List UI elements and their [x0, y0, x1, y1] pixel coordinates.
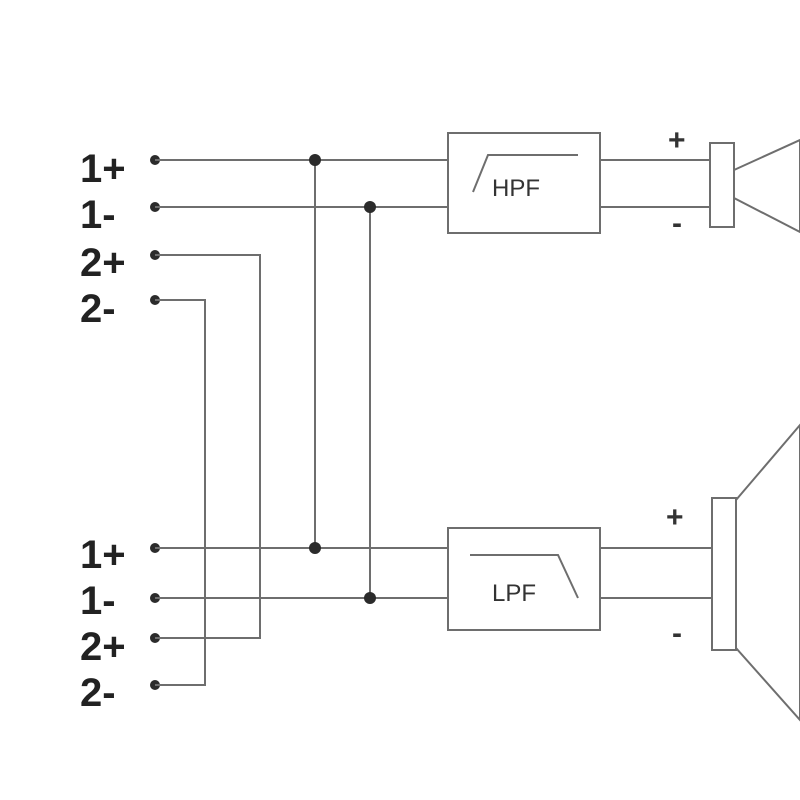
bottom-terminal-label-1plus: 1+: [80, 533, 126, 577]
tweeter-plus-sign: +: [668, 124, 686, 157]
junction-dot: [364, 201, 376, 213]
bottom-terminal-label-1minus: 1-: [80, 579, 116, 623]
hpf-box: [447, 132, 601, 234]
junction-dot: [309, 542, 321, 554]
woofer-magnet: [711, 497, 737, 651]
tweeter-minus-sign: -: [672, 207, 682, 240]
top-terminal-label-1minus: 1-: [80, 193, 116, 237]
top-terminal-label-1plus: 1+: [80, 147, 126, 191]
hpf-response-icon: [472, 154, 578, 193]
woofer-minus-sign: -: [672, 617, 682, 650]
top-terminal-block: 1+ 1- 2+ 2-: [80, 147, 160, 331]
tweeter-magnet: [709, 142, 735, 228]
high-pass-filter: HPF: [447, 132, 601, 234]
loop-2minus: [155, 299, 206, 686]
tweeter-cone: [733, 138, 800, 234]
hpf-label: HPF: [492, 175, 540, 202]
lpf-label: LPF: [492, 580, 536, 607]
top-terminal-label-2minus: 2-: [80, 287, 116, 331]
bottom-terminal-block: 1+ 1- 2+ 2-: [80, 533, 160, 715]
tweeter-speaker: + -: [668, 124, 800, 240]
junction-dot: [364, 592, 376, 604]
woofer-plus-sign: +: [666, 501, 684, 534]
woofer-speaker: + -: [666, 423, 800, 722]
lpf-response-icon: [470, 554, 579, 599]
top-terminal-label-2plus: 2+: [80, 241, 126, 285]
woofer-cone: [735, 423, 800, 722]
low-pass-filter: LPF: [447, 527, 601, 631]
bottom-terminal-label-2minus: 2-: [80, 671, 116, 715]
junction-dot: [309, 154, 321, 166]
lpf-box: [447, 527, 601, 631]
wiring: [155, 154, 712, 686]
bottom-terminal-label-2plus: 2+: [80, 625, 126, 669]
loop-2plus: [155, 254, 261, 639]
